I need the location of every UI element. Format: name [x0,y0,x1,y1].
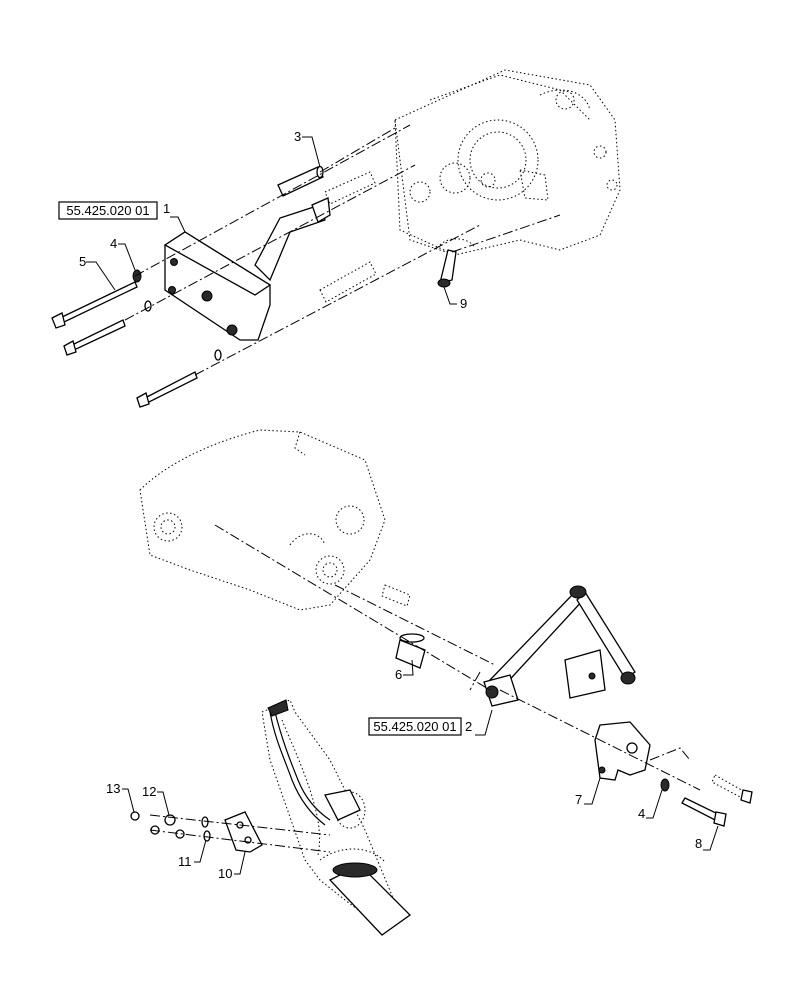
bushings-top [319,171,377,303]
spacer-sleeve-3 [277,165,324,197]
cable-harness [267,699,361,826]
callout-5[interactable]: 5 [79,254,116,291]
svg-text:11: 11 [178,854,192,869]
svg-text:4: 4 [638,806,645,821]
svg-text:8: 8 [695,836,702,851]
svg-text:5: 5 [79,254,86,269]
washer-4 [132,269,142,283]
callout-12[interactable]: 12 [142,784,170,816]
svg-text:7: 7 [575,792,582,807]
centerlines-middle [214,524,701,791]
reference-box-top[interactable]: 55.425.020 01 [58,201,158,220]
washer-4-middle [660,778,670,792]
small-parts-11-12-13 [130,811,211,842]
svg-text:55.425.020 01: 55.425.020 01 [373,719,456,734]
svg-text:9: 9 [460,296,467,311]
bracket-1 [163,197,331,341]
callout-1[interactable]: 1 [163,201,186,233]
svg-text:1: 1 [163,201,170,216]
rod-bottom [328,862,412,936]
bracket-7 [594,721,651,781]
callout-7[interactable]: 7 [575,777,601,807]
centerlines-bottom [149,814,331,853]
bolt-5 [51,281,138,329]
sensor-linkage-2 [483,585,636,707]
bolt-lower-2 [136,349,222,408]
callout-4-top[interactable]: 4 [110,236,136,271]
spacer-6 [395,633,426,669]
svg-text:3: 3 [294,129,301,144]
transmission-housing-outline [394,69,621,256]
svg-text:13: 13 [106,781,120,796]
callout-11[interactable]: 11 [178,839,207,869]
svg-text:4: 4 [110,236,117,251]
callout-6[interactable]: 6 [395,659,414,682]
callout-8[interactable]: 8 [695,825,719,851]
reference-box-middle[interactable]: 55.425.020 01 [368,717,462,736]
svg-text:6: 6 [395,667,402,682]
callout-10[interactable]: 10 [218,851,246,881]
bracket-10 [224,811,263,853]
callout-4-middle[interactable]: 4 [638,789,663,821]
bushing-middle [381,584,411,607]
svg-text:2: 2 [465,719,472,734]
callout-2[interactable]: 2 [465,709,493,736]
svg-text:55.425.020 01: 55.425.020 01 [66,203,149,218]
callout-9[interactable]: 9 [443,286,467,311]
centerlines-top [124,124,561,376]
bolt-lower-1 [63,300,152,356]
bolt-8 [681,797,727,827]
callout-3[interactable]: 3 [294,129,321,168]
callout-13[interactable]: 13 [106,781,135,813]
axle-housing-outline [139,429,386,611]
svg-text:10: 10 [218,866,232,881]
svg-text:12: 12 [142,784,156,799]
bolt-upper-8 [711,774,753,804]
fastener-9 [437,249,457,288]
